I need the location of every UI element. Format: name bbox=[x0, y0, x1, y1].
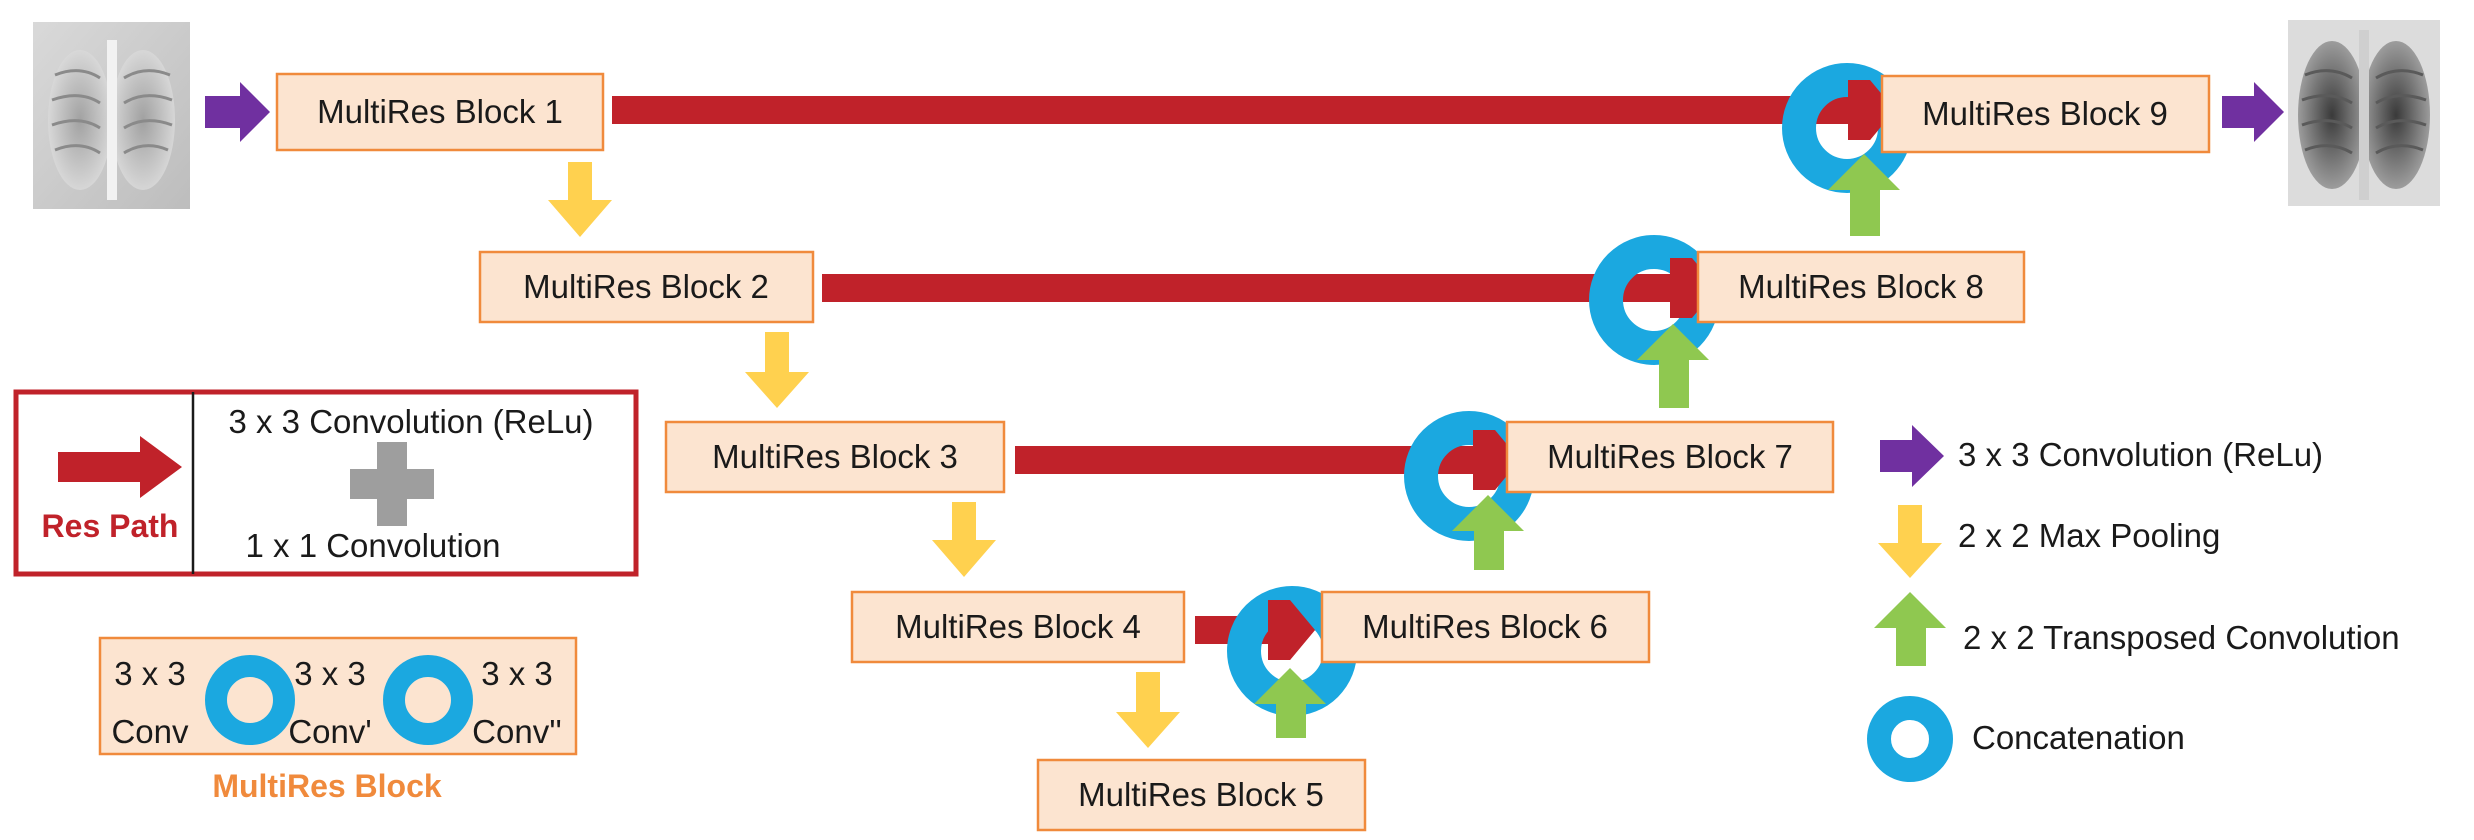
plus-icon bbox=[350, 442, 434, 526]
multires-block-caption: MultiRes Block bbox=[212, 768, 442, 804]
legend-transpose-label: 2 x 2 Transposed Convolution bbox=[1963, 619, 2400, 656]
legend: 3 x 3 Convolution (ReLu) 2 x 2 Max Pooli… bbox=[1867, 425, 2400, 782]
pool-arrow-1 bbox=[548, 162, 612, 237]
multires-block-1: MultiRes Block 1 bbox=[275, 72, 605, 152]
concat-ring-small-2 bbox=[383, 655, 473, 745]
multires-block-5: MultiRes Block 5 bbox=[1036, 758, 1367, 832]
conv-2-top: 3 x 3 bbox=[294, 655, 366, 692]
pool-arrow-3 bbox=[932, 502, 996, 577]
multires-block-4: MultiRes Block 4 bbox=[850, 590, 1186, 664]
legend-conv-label: 3 x 3 Convolution (ReLu) bbox=[1958, 436, 2323, 473]
block-7-label: MultiRes Block 7 bbox=[1547, 438, 1793, 475]
block-3-label: MultiRes Block 3 bbox=[712, 438, 958, 475]
block-6-label: MultiRes Block 6 bbox=[1362, 608, 1608, 645]
pool-arrow-2 bbox=[745, 332, 809, 408]
input-conv-arrow bbox=[205, 82, 270, 142]
block-4-label: MultiRes Block 4 bbox=[895, 608, 1141, 645]
up-arrow-6-7 bbox=[1452, 495, 1524, 570]
legend-conv-arrow-icon bbox=[1880, 425, 1944, 487]
conv-2-bottom: Conv' bbox=[288, 713, 371, 750]
multires-block-6: MultiRes Block 6 bbox=[1320, 590, 1651, 664]
multires-block-8: MultiRes Block 8 bbox=[1696, 250, 2026, 324]
res-path-line-1: 3 x 3 Convolution (ReLu) bbox=[228, 403, 593, 440]
block-8-label: MultiRes Block 8 bbox=[1738, 268, 1984, 305]
block-2-label: MultiRes Block 2 bbox=[523, 268, 769, 305]
multires-block-2: MultiRes Block 2 bbox=[478, 250, 815, 324]
multires-block-3: MultiRes Block 3 bbox=[664, 420, 1006, 494]
up-arrow-7-8 bbox=[1637, 324, 1709, 408]
legend-concat-icon bbox=[1867, 696, 1953, 782]
block-1-label: MultiRes Block 1 bbox=[317, 93, 563, 130]
res-path-legend-box: Res Path 3 x 3 Convolution (ReLu) 1 x 1 … bbox=[13, 389, 639, 577]
concat-ring-small-1 bbox=[205, 655, 295, 745]
res-path-1-9 bbox=[612, 80, 1895, 140]
legend-concat-label: Concatenation bbox=[1972, 719, 2185, 756]
up-arrow-5-6 bbox=[1254, 668, 1326, 738]
legend-up-arrow-icon bbox=[1874, 592, 1946, 666]
input-xray-image bbox=[33, 22, 190, 209]
block-9-label: MultiRes Block 9 bbox=[1922, 95, 2168, 132]
output-conv-arrow bbox=[2222, 82, 2284, 142]
res-path-line-2: 1 x 1 Convolution bbox=[246, 527, 501, 564]
block-5-label: MultiRes Block 5 bbox=[1078, 776, 1324, 813]
conv-3-top: 3 x 3 bbox=[481, 655, 553, 692]
up-arrow-8-9 bbox=[1828, 154, 1900, 236]
pool-arrow-4 bbox=[1116, 672, 1180, 748]
multires-block-7: MultiRes Block 7 bbox=[1505, 420, 1835, 494]
res-path-2-8 bbox=[822, 258, 1717, 318]
res-path-arrow-icon bbox=[58, 436, 182, 498]
legend-pool-label: 2 x 2 Max Pooling bbox=[1958, 517, 2220, 554]
conv-1-top: 3 x 3 bbox=[114, 655, 186, 692]
legend-pool-arrow-icon bbox=[1878, 505, 1942, 578]
res-path-label: Res Path bbox=[42, 508, 179, 544]
conv-3-bottom: Conv'' bbox=[472, 713, 562, 750]
multires-block-legend: 3 x 3 Conv 3 x 3 Conv' 3 x 3 Conv'' Mult… bbox=[98, 636, 578, 804]
output-xray-image bbox=[2288, 20, 2440, 206]
conv-1-bottom: Conv bbox=[111, 713, 189, 750]
multires-block-9: MultiRes Block 9 bbox=[1880, 74, 2211, 154]
